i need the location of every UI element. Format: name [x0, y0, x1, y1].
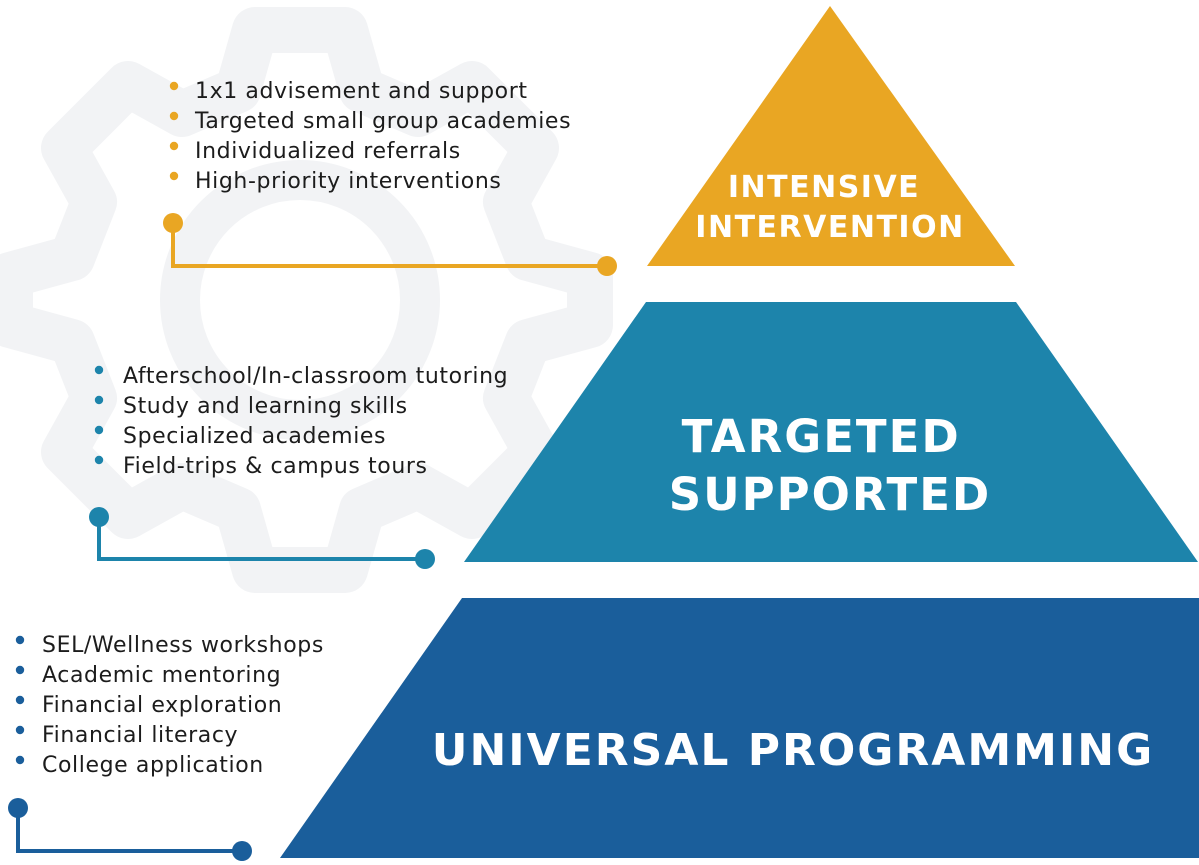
tier-targeted: TARGETED SUPPORTED Afterschool/In-classr…: [89, 302, 1198, 569]
dot-bullet-icon: [94, 425, 104, 435]
dot-bullet-icon: [94, 455, 104, 465]
dot-bullet-icon: [15, 665, 25, 675]
list-item: 1x1 advisement and support: [195, 79, 528, 104]
targeted-title: TARGETED SUPPORTED: [669, 410, 992, 521]
list-item: Study and learning skills: [123, 394, 408, 419]
list-item: Academic mentoring: [42, 663, 281, 688]
gear-hub: [160, 160, 440, 440]
universal-list: SEL/Wellness workshops Academic mentorin…: [15, 633, 324, 778]
universal-title-line-1: UNIVERSAL PROGRAMMING: [432, 725, 1154, 776]
connector-line: [97, 517, 425, 561]
dot-bullet-icon: [15, 755, 25, 765]
list-item: SEL/Wellness workshops: [42, 633, 324, 658]
list-item: Specialized academies: [123, 424, 386, 449]
dot-bullet-icon: [15, 725, 25, 735]
tier-universal: UNIVERSAL PROGRAMMING SEL/Wellness works…: [8, 598, 1199, 861]
circle-node-icon: [597, 256, 617, 276]
gear-outline: [0, 7, 613, 593]
dot-bullet-icon: [169, 111, 179, 121]
targeted-title-line-1: TARGETED: [682, 410, 961, 463]
dot-bullet-icon: [94, 395, 104, 405]
circle-node-icon: [89, 507, 109, 527]
dot-bullet-icon: [94, 365, 104, 375]
targeted-title-line-2: SUPPORTED: [669, 468, 992, 521]
targeted-trapezoid: [464, 302, 1198, 562]
dot-bullet-icon: [169, 171, 179, 181]
connector-line: [16, 808, 242, 853]
circle-node-icon: [232, 841, 252, 861]
list-item: Afterschool/In-classroom tutoring: [123, 364, 508, 389]
tier-intensive: INTENSIVE INTERVENTION 1x1 advisement an…: [163, 6, 1015, 276]
dot-bullet-icon: [15, 695, 25, 705]
list-item: Financial exploration: [42, 693, 282, 718]
list-item: Targeted small group academies: [194, 109, 571, 134]
intensive-connector: [163, 213, 617, 276]
circle-node-icon: [163, 213, 183, 233]
universal-connector: [8, 798, 252, 861]
dot-bullet-icon: [15, 635, 25, 645]
intensive-list: 1x1 advisement and support Targeted smal…: [169, 79, 571, 194]
list-item: Individualized referrals: [195, 139, 461, 164]
dot-bullet-icon: [169, 81, 179, 91]
intensive-title-line-1: INTENSIVE: [728, 170, 920, 205]
intensive-triangle: [647, 6, 1015, 266]
intensive-title: INTENSIVE INTERVENTION: [695, 170, 964, 245]
targeted-connector: [89, 507, 435, 569]
dot-bullet-icon: [169, 141, 179, 151]
universal-title: UNIVERSAL PROGRAMMING: [432, 725, 1154, 776]
list-item: High-priority interventions: [195, 169, 501, 194]
circle-node-icon: [8, 798, 28, 818]
connector-line: [171, 223, 607, 268]
list-item: Financial literacy: [42, 723, 238, 748]
intensive-title-line-2: INTERVENTION: [695, 210, 964, 245]
list-item: College application: [42, 753, 264, 778]
targeted-list: Afterschool/In-classroom tutoring Study …: [94, 364, 508, 479]
list-item: Field-trips & campus tours: [123, 454, 428, 479]
universal-trapezoid: [280, 598, 1199, 858]
gear-icon: [0, 7, 613, 593]
circle-node-icon: [415, 549, 435, 569]
